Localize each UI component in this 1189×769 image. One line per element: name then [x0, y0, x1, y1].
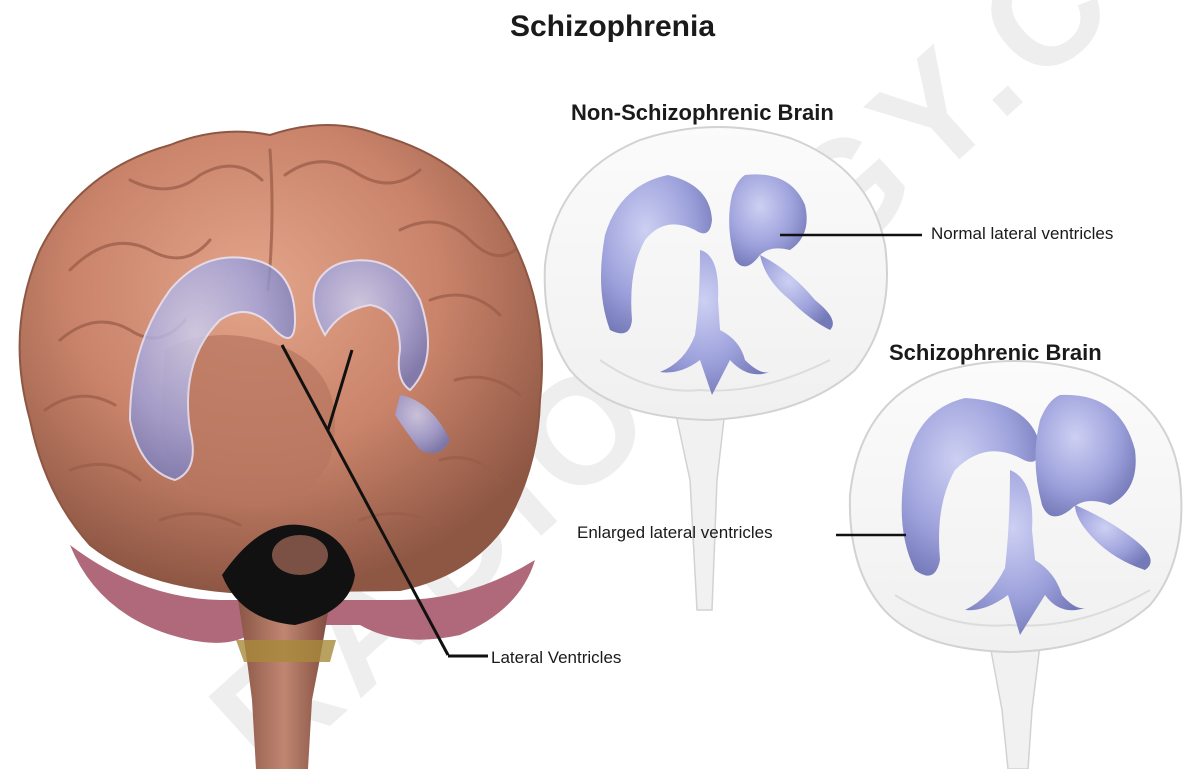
lateral-ventricles-label: Lateral Ventricles: [491, 648, 621, 668]
page-title: Schizophrenia: [0, 10, 1189, 44]
schizophrenic-brain-stem-ghost: [990, 645, 1040, 769]
schizophrenic-brain-heading: Schizophrenic Brain: [889, 340, 1102, 366]
normal-brain-stem-ghost: [675, 410, 725, 610]
normal-brain-heading: Non-Schizophrenic Brain: [571, 100, 834, 126]
schizophrenic-brain-illustration: [850, 361, 1182, 769]
normal-ventricles-label: Normal lateral ventricles: [931, 224, 1113, 244]
main-brain-illustration: [20, 125, 542, 769]
enlarged-ventricles-label: Enlarged lateral ventricles: [577, 523, 773, 543]
